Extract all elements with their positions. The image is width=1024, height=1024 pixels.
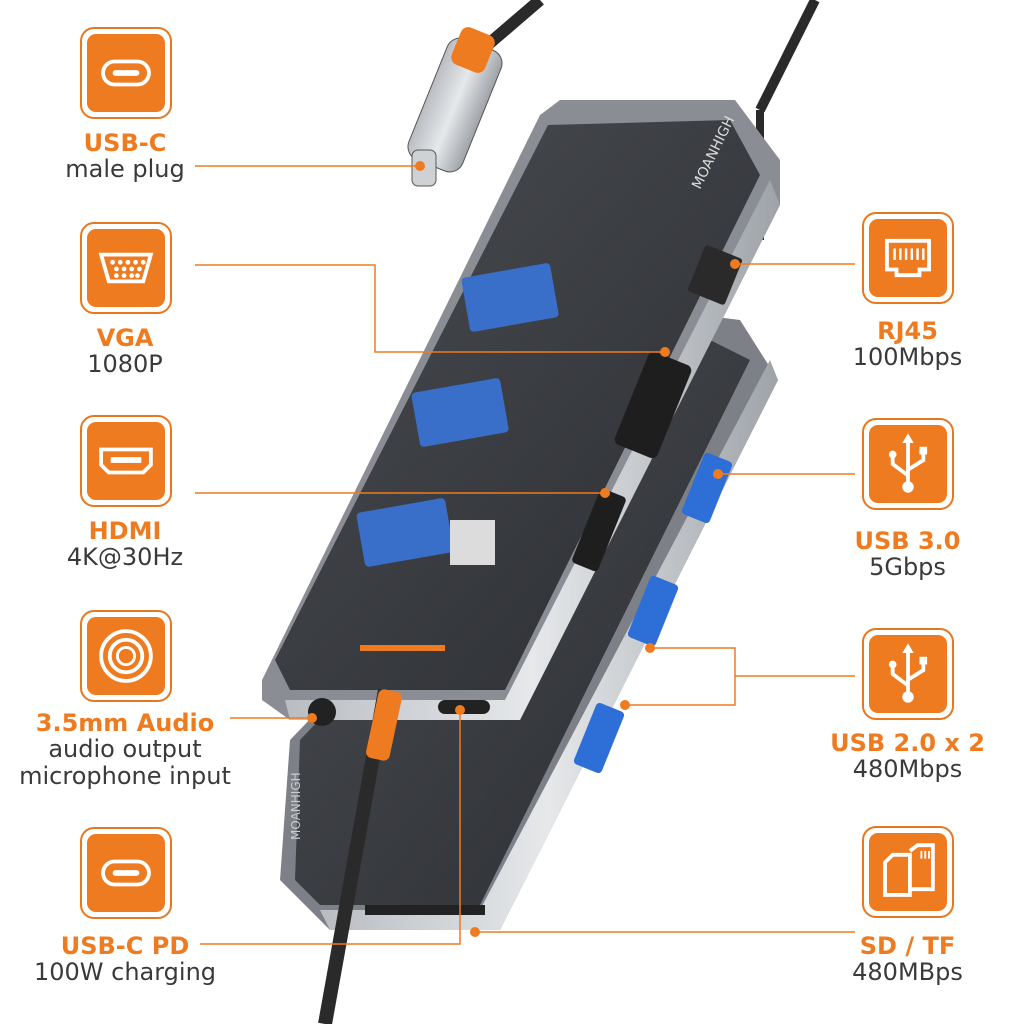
hdmi-icon — [80, 415, 172, 507]
label-audio: 3.5mm Audio audio output microphone inpu… — [5, 709, 245, 790]
rj45-subtitle: 100Mbps — [852, 343, 963, 372]
usb3-title: USB 3.0 — [854, 527, 961, 555]
sdtf-subtitle: 480MBps — [852, 958, 963, 987]
label-usbc-in: USB-C male plug — [40, 130, 210, 183]
rj45-title: RJ45 — [877, 317, 938, 345]
label-sdtf: SD / TF 480MBps — [820, 933, 995, 986]
hdmi-subtitle: 4K@30Hz — [66, 543, 184, 572]
usb2-subtitle: 480Mbps — [852, 755, 963, 784]
sd-card-icon — [862, 826, 954, 918]
label-usb3: USB 3.0 5Gbps — [820, 528, 995, 581]
audio-subtitle2: microphone input — [19, 761, 231, 790]
usb3-subtitle: 5Gbps — [869, 553, 946, 582]
upper-hub-body — [262, 100, 780, 726]
label-usb2: USB 2.0 x 2 480Mbps — [800, 730, 1015, 783]
usbc-in-subtitle: male plug — [65, 155, 185, 184]
usb-c-icon — [80, 27, 172, 119]
usb-c-pd-icon — [80, 827, 172, 919]
usb-2-icon — [862, 628, 954, 720]
brand-text-lower: MOANHIGH — [289, 772, 303, 840]
callout-lines — [195, 165, 855, 945]
usbc-in-title: USB-C — [83, 129, 167, 157]
audio-subtitle: audio output — [48, 735, 202, 764]
usbc-pd-title: USB-C PD — [60, 932, 190, 960]
label-vga: VGA 1080P — [40, 325, 210, 378]
usb-icon — [862, 418, 954, 510]
vga-title: VGA — [96, 324, 154, 352]
audio-jack-icon — [80, 610, 172, 702]
vga-icon — [80, 222, 172, 314]
sdtf-title: SD / TF — [859, 932, 956, 960]
label-hdmi: HDMI 4K@30Hz — [40, 518, 210, 571]
hdmi-title: HDMI — [88, 517, 162, 545]
ethernet-icon — [862, 212, 954, 304]
usb-c-plug — [407, 27, 503, 187]
label-usbc-pd: USB-C PD 100W charging — [20, 933, 230, 986]
usb2-title: USB 2.0 x 2 — [830, 729, 985, 757]
audio-title: 3.5mm Audio — [35, 709, 215, 737]
vga-subtitle: 1080P — [87, 350, 163, 379]
label-rj45: RJ45 100Mbps — [820, 318, 995, 371]
usbc-pd-subtitle: 100W charging — [33, 958, 217, 987]
